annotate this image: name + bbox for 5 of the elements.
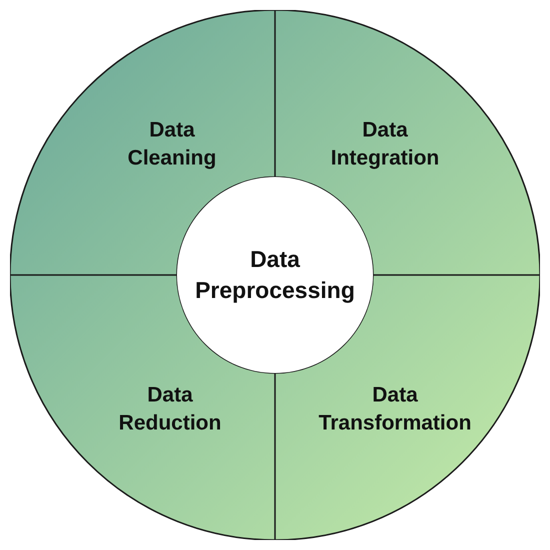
center-label: Data Preprocessing: [194, 244, 356, 305]
segment-label: Data Cleaning: [126, 118, 218, 172]
segment-label: Data Integration: [330, 118, 440, 172]
segment-label: Data Transformation: [318, 382, 472, 437]
segment-label: Data Reduction: [118, 382, 222, 437]
